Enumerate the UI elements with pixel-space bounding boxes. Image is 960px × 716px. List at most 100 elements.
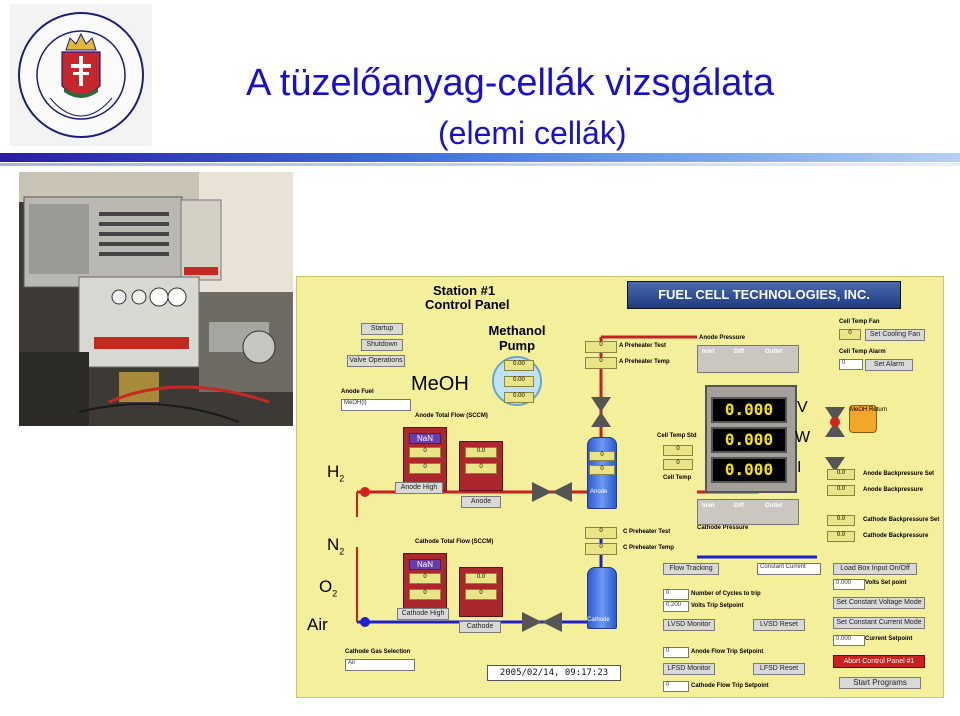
- cell-temp-alarm-label: Cell Temp Alarm: [839, 349, 886, 355]
- slide-title: A tüzelőanyag-cellák vizsgálata: [246, 62, 775, 104]
- cell-temp-std-readout: 0: [663, 445, 693, 456]
- shutdown-button[interactable]: Shutdown: [361, 339, 403, 351]
- cathode-pressure-box: [697, 499, 799, 525]
- volts-trip-input[interactable]: 0.200: [663, 601, 689, 612]
- cathode-button[interactable]: Cathode: [459, 621, 501, 633]
- datetime-display: 2005/02/14, 09:17:23: [487, 665, 621, 681]
- unit-i: I: [797, 459, 802, 476]
- abort-button[interactable]: Abort Control Panel #1: [833, 655, 925, 668]
- set-constant-voltage-button[interactable]: Set Constant Voltage Mode: [833, 597, 925, 609]
- volts-set-point-input[interactable]: 0.000: [833, 579, 865, 590]
- cathode-flow-readout-4: 0: [465, 589, 497, 600]
- cathode-flow-readout-2: 0: [409, 589, 441, 600]
- anode-pressure-inlet: Inlet: [702, 349, 715, 355]
- slide-subtitle: (elemi cellák): [438, 115, 627, 151]
- meoh-return-box: MeOH Return: [849, 405, 887, 433]
- anode-flow-trip-label: Anode Flow Trip Setpoint: [691, 649, 764, 655]
- cathode-backpressure-readout: 0.0: [827, 531, 855, 542]
- brand-banner: FUEL CELL TECHNOLOGIES, INC.: [627, 281, 901, 309]
- cell-temp-alarm-input[interactable]: 0: [839, 359, 863, 370]
- anode-pressure-label: Anode Pressure: [699, 335, 746, 341]
- cycles-to-trip-label: Number of Cycles to trip: [691, 591, 761, 597]
- cathode-gas-selection-label: Cathode Gas Selection: [345, 649, 411, 655]
- set-cooling-fan-button[interactable]: Set Cooling Fan: [865, 329, 925, 341]
- cathode-flow-trip-label: Cathode Flow Trip Setpoint: [691, 683, 769, 689]
- startup-button[interactable]: Startup: [361, 323, 403, 335]
- station-subtitle: Control Panel: [425, 297, 510, 312]
- cathode-flow-readout-3: 0.0: [465, 573, 497, 584]
- cathode-high-button[interactable]: Cathode High: [397, 608, 449, 620]
- lfsd-reset-button[interactable]: LFSD Reset: [753, 663, 805, 675]
- cathode-backpressure-set-label: Cathode Backpressure Set: [863, 517, 940, 523]
- cathode-flow-trip-input[interactable]: 0: [663, 681, 689, 692]
- unit-w: W: [795, 429, 811, 446]
- constant-current-select[interactable]: Constant Current: [757, 563, 821, 575]
- a-preheater-temp-readout: 0: [585, 357, 617, 369]
- cathode-pressure-outlet: Outlet: [765, 503, 783, 509]
- gas-o2-label: O2: [319, 577, 338, 599]
- lab-equipment-photo: [19, 172, 293, 426]
- cell-temp-readout: 0: [663, 459, 693, 470]
- cell-temp-fan-readout: 0: [839, 329, 861, 340]
- anode-button[interactable]: Anode: [461, 496, 501, 508]
- anode-flow-readout-3: 0.0: [465, 447, 497, 458]
- lvsd-reset-button[interactable]: LVSD Reset: [753, 619, 805, 631]
- cell-temp-label: Cell Temp: [663, 475, 692, 481]
- cathode-flow-nan: NaN: [409, 559, 441, 570]
- university-seal-icon: [18, 12, 144, 138]
- anode-pressure-diff: Diff: [734, 349, 744, 355]
- anode-flow-readout-2: 0: [409, 463, 441, 474]
- valve-operations-button[interactable]: Valve Operations: [347, 355, 405, 367]
- anode-backpressure-label: Anode Backpressure: [863, 487, 924, 493]
- methanol-pump-label: Methanol Pump: [488, 323, 546, 353]
- anode-fuel-label: Anode Fuel: [341, 389, 374, 395]
- pump-readout-2: 0.00: [504, 376, 534, 387]
- start-programs-button[interactable]: Start Programs: [839, 677, 921, 689]
- anode-flow-trip-input[interactable]: 0: [663, 647, 689, 658]
- cathode-pressure-inlet: Inlet: [702, 503, 715, 509]
- gas-n2-label: N2: [327, 535, 345, 557]
- anode-tank-readout-2: 0: [589, 465, 615, 475]
- anode-backpressure-set-readout: 0.0: [827, 469, 855, 480]
- anode-high-button[interactable]: Anode High: [395, 482, 443, 494]
- anode-fuel-select[interactable]: MeOH(l): [341, 399, 411, 411]
- set-alarm-button[interactable]: Set Alarm: [865, 359, 913, 371]
- anode-backpressure-readout: 0.0: [827, 485, 855, 496]
- volts-trip-label: Volts Trip Setpoint: [691, 603, 744, 609]
- current-set-point-label: Current Setpoint: [865, 636, 913, 642]
- a-preheater-temp-label: A Preheater Temp: [619, 359, 670, 365]
- pump-readout-1: 0.00: [504, 360, 534, 371]
- title-divider-shadow: [0, 163, 960, 166]
- current-readout: 0.000: [711, 457, 787, 483]
- anode-tank-readout-1: 0: [589, 451, 615, 461]
- station-title: Station #1: [433, 283, 496, 298]
- anode-flow-nan: NaN: [409, 433, 441, 444]
- cycles-to-trip-input[interactable]: 0: [663, 589, 689, 600]
- cathode-backpressure-set-readout: 0.0: [827, 515, 855, 526]
- cathode-tank: [587, 567, 617, 629]
- pump-readout-3: 0.00: [504, 392, 534, 403]
- unit-v: V: [797, 399, 808, 416]
- anode-flow-readout-4: 0: [465, 463, 497, 474]
- cathode-pressure-diff: Diff: [734, 503, 744, 509]
- gas-air-label: Air: [307, 615, 328, 634]
- cathode-pressure-label: Cathode Pressure: [697, 525, 749, 531]
- set-constant-current-button[interactable]: Set Constant Current Mode: [833, 617, 925, 629]
- c-preheater-test-readout: 0: [585, 527, 617, 539]
- cathode-flow-readout-1: 0: [409, 573, 441, 584]
- anode-flow-readout-1: 0: [409, 447, 441, 458]
- a-preheater-test-label: A Preheater Test: [619, 343, 667, 349]
- university-seal-logo: [10, 4, 152, 146]
- load-box-button[interactable]: Load Box Input On/Off: [833, 563, 917, 575]
- volts-set-point-label: Volts Set point: [865, 580, 907, 586]
- cathode-gas-select[interactable]: Air: [345, 659, 415, 671]
- lvsd-monitor-button[interactable]: LVSD Monitor: [663, 619, 715, 631]
- anode-pressure-box: [697, 345, 799, 373]
- current-set-point-input[interactable]: 0.000: [833, 635, 865, 646]
- c-preheater-temp-label: C Preheater Temp: [623, 545, 674, 551]
- anode-backpressure-set-label: Anode Backpressure Set: [863, 471, 935, 477]
- flow-tracking-button[interactable]: Flow Tracking: [663, 563, 719, 575]
- cathode-tank-label: Cathode: [587, 617, 610, 623]
- title-divider: [0, 153, 960, 162]
- lfsd-monitor-button[interactable]: LFSD Monitor: [663, 663, 715, 675]
